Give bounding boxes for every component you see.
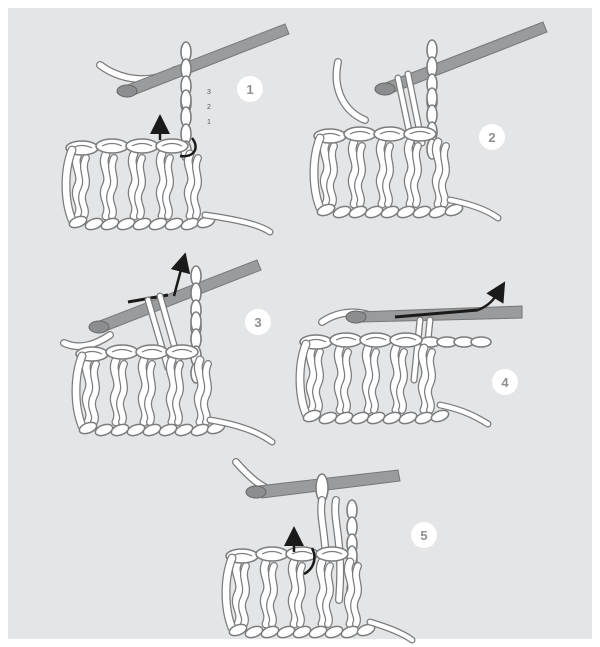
step-5-illustration bbox=[226, 462, 412, 640]
step-4-number: 4 bbox=[501, 375, 509, 390]
crochet-hook bbox=[89, 260, 261, 333]
step-5-number: 5 bbox=[420, 528, 427, 543]
step-4-badge: 4 bbox=[492, 369, 518, 395]
crochet-hook bbox=[117, 24, 289, 97]
step-2-illustration bbox=[314, 22, 547, 220]
step-3-number: 3 bbox=[254, 315, 261, 330]
step-1-badge: 1 bbox=[237, 76, 263, 102]
chain-count-2: 2 bbox=[207, 104, 211, 111]
step-1-number: 1 bbox=[246, 82, 253, 97]
step-1-illustration: 3 2 1 bbox=[66, 24, 289, 232]
step-4-illustration bbox=[300, 290, 522, 426]
chain-count-3: 3 bbox=[207, 89, 211, 96]
chain-count-1: 1 bbox=[207, 119, 211, 126]
step-2-badge: 2 bbox=[479, 124, 505, 150]
step-3-badge: 3 bbox=[245, 309, 271, 335]
step-2-number: 2 bbox=[488, 130, 495, 145]
step-3-illustration bbox=[64, 260, 272, 442]
step-5-badge: 5 bbox=[411, 522, 437, 548]
